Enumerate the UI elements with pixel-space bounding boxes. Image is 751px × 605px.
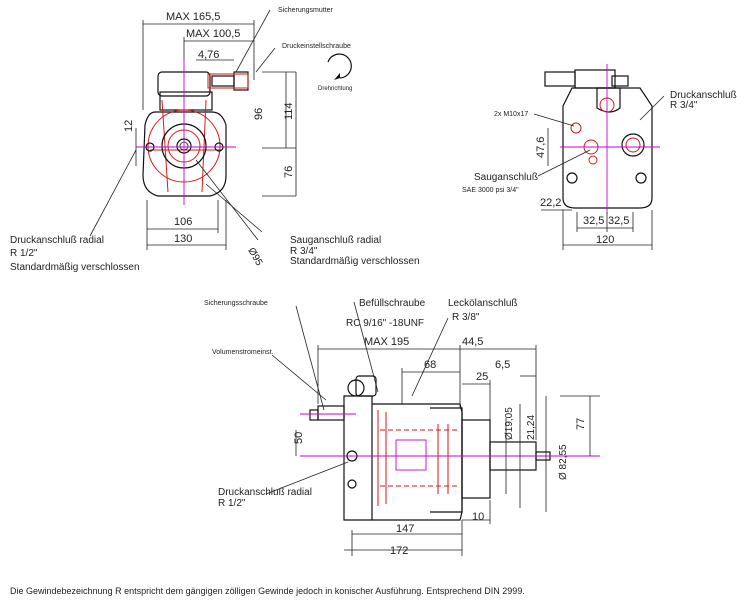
label-leak-oil: Leckölanschluß — [448, 298, 517, 309]
dim-10: 10 — [472, 511, 484, 523]
dim-diameter-19-05: Ø19,05 — [504, 407, 515, 440]
dim-44-5: 44,5 — [462, 336, 483, 348]
dim-130: 130 — [174, 233, 192, 245]
dim-50: 50 — [293, 432, 305, 444]
dim-32-5a: 32,5 — [583, 215, 604, 227]
dim-47-6: 47,6 — [535, 137, 547, 158]
dim-114: 114 — [283, 102, 295, 120]
dim-max-165: MAX 165,5 — [166, 11, 220, 23]
label-volume-limit: Volumenstromeinst. — [212, 349, 274, 356]
label-pressure-radial-thread: R 1/2" — [10, 248, 38, 259]
label-standard-closed-1: Standardmäßig verschlossen — [10, 262, 140, 273]
dim-21-24: 21,24 — [526, 415, 537, 440]
dim-6-5: 6,5 — [495, 359, 510, 371]
label-pressure-screw: Druckeinstellschraube — [282, 43, 351, 50]
labels: MAX 165,5 MAX 100,5 4,76 Sicherungsmutte… — [10, 7, 737, 596]
rear-view — [533, 64, 665, 250]
footnote: Die Gewindebezeichnung R entspricht dem … — [10, 586, 525, 596]
dim-22-2: 22,2 — [540, 197, 561, 209]
label-fill-screw: Befüllschraube — [359, 298, 426, 309]
dim-172: 172 — [390, 545, 408, 557]
label-pressure-radial: Druckanschluß radial — [10, 235, 104, 246]
label-suction-radial-thread: R 3/4" — [290, 246, 318, 257]
label-suction-port: Sauganschluß — [474, 172, 538, 183]
dim-120: 120 — [596, 234, 614, 246]
label-standard-closed-2: Standardmäßig verschlossen — [290, 256, 420, 267]
label-suction-radial: Sauganschluß radial — [290, 235, 381, 246]
dim-4-76: 4,76 — [198, 49, 219, 61]
label-pressure-radial-side-thread: R 1/2" — [218, 498, 246, 509]
label-pressure-port-thread: R 3/4" — [670, 100, 698, 111]
dim-diameter-82-55: Ø 82,55 — [558, 444, 569, 480]
dim-68: 68 — [424, 359, 436, 371]
dim-77: 77 — [575, 418, 587, 430]
label-bolt-thread: 2x M10x17 — [494, 111, 528, 118]
label-fill-thread: RC 9/16" -18UNF — [346, 318, 424, 329]
dim-max-195: MAX 195 — [364, 336, 409, 348]
dim-147: 147 — [396, 523, 414, 535]
label-pressure-radial-side: Druckanschluß radial — [218, 487, 312, 498]
dim-diameter-95: Ø95 — [245, 246, 264, 268]
side-view — [265, 301, 600, 556]
label-locking-nut: Sicherungsmutter — [278, 7, 334, 14]
dim-12: 12 — [123, 120, 135, 132]
label-locking-screw: Sicherungsschraube — [204, 300, 268, 307]
label-pressure-port: Druckanschluß — [670, 90, 737, 101]
label-sae: SAE 3000 psi 3/4" — [462, 187, 519, 194]
dim-106: 106 — [174, 216, 192, 228]
label-leak-oil-thread: R 3/8" — [452, 312, 480, 323]
dim-76: 76 — [283, 166, 295, 178]
dim-25: 25 — [476, 371, 488, 383]
dim-32-5b: 32,5 — [608, 215, 629, 227]
dim-96: 96 — [253, 108, 265, 120]
front-view — [89, 9, 352, 250]
dim-max-100: MAX 100,5 — [186, 28, 240, 40]
label-rotation: Drehrichtung — [318, 86, 352, 92]
